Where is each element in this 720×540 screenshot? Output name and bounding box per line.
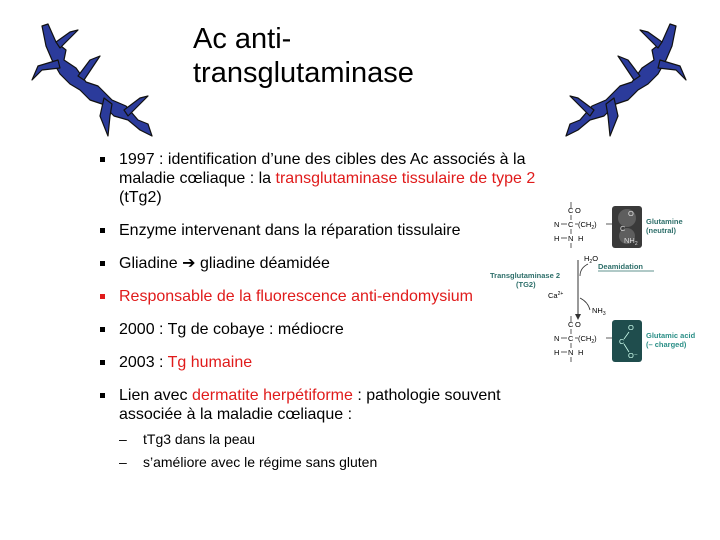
water-label: H2O bbox=[584, 254, 598, 265]
svg-text:(CH2): (CH2) bbox=[578, 334, 597, 345]
lightning-bolt-right-icon bbox=[565, 23, 687, 137]
svg-text:C: C bbox=[568, 334, 574, 343]
atom-label: N bbox=[554, 220, 559, 229]
atom-label: C bbox=[568, 206, 574, 215]
bullet-item: 1997 : identification d’une des cibles d… bbox=[97, 150, 537, 207]
highlight-text: transglutaminase tissulaire de type 2 bbox=[275, 170, 536, 187]
svg-text:O⁻: O⁻ bbox=[628, 351, 638, 360]
glutamine-backbone: C O N C (CH2) N H H bbox=[554, 202, 612, 248]
svg-text:C: C bbox=[620, 224, 626, 233]
atom-label: C bbox=[568, 220, 574, 229]
bullet-item: 2000 : Tg de cobaye : médiocre bbox=[97, 320, 537, 339]
highlight-text: Tg humaine bbox=[167, 354, 253, 371]
svg-text:H: H bbox=[578, 348, 583, 357]
glutamine-label: Glutamine bbox=[646, 217, 683, 226]
sub-item: s’améliore avec le régime sans gluten bbox=[119, 453, 537, 471]
enzyme-label-sub: (TG2) bbox=[516, 280, 536, 289]
glutamic-acid-side-chain-box bbox=[612, 320, 642, 362]
svg-text:O: O bbox=[628, 209, 634, 218]
atom-label: (CH2) bbox=[578, 220, 597, 231]
bullet-list: 1997 : identification d’une des cibles d… bbox=[97, 150, 537, 485]
calcium-label: Ca2+ bbox=[548, 291, 563, 300]
atom-label: O bbox=[575, 206, 581, 215]
bullet-item: Enzyme intervenant dans la réparation ti… bbox=[97, 221, 537, 240]
svg-text:O: O bbox=[628, 323, 634, 332]
svg-text:C: C bbox=[568, 320, 574, 329]
glutamic-acid-label: Glutamic acid bbox=[646, 331, 696, 340]
svg-text:O: O bbox=[575, 320, 581, 329]
bullet-item: Gliadine ➔ gliadine déamidée bbox=[97, 254, 537, 273]
atom-label: N bbox=[568, 234, 573, 243]
glutamine-label-sub: (neutral) bbox=[646, 226, 677, 235]
glutamic-acid-label-sub: (– charged) bbox=[646, 340, 687, 349]
enzyme-label: Transglutaminase 2 bbox=[490, 271, 560, 280]
bullet-item: 2003 : Tg humaine bbox=[97, 353, 537, 372]
deamidation-label: Deamidation bbox=[598, 262, 643, 271]
svg-text:N: N bbox=[554, 334, 559, 343]
slide-title: Ac anti- transglutaminase bbox=[193, 22, 523, 90]
svg-text:N: N bbox=[568, 348, 573, 357]
bullet-item: Responsable de la fluorescence anti-endo… bbox=[97, 287, 537, 306]
arrow-right-icon: ➔ bbox=[182, 255, 196, 272]
sub-list: tTg3 dans la peau s’améliore avec le rég… bbox=[119, 430, 537, 471]
electron-cloud-icon bbox=[619, 228, 635, 244]
bullet-item: Lien avec dermatite herpétiforme : patho… bbox=[97, 386, 537, 471]
highlight-text: dermatite herpétiforme bbox=[191, 387, 353, 404]
slide-title-line-2: transglutaminase bbox=[193, 57, 414, 89]
slide-title-line-1: Ac anti- bbox=[193, 23, 292, 55]
sub-item: tTg3 dans la peau bbox=[119, 430, 537, 448]
svg-text:C: C bbox=[619, 337, 625, 346]
svg-text:NH2: NH2 bbox=[624, 236, 638, 247]
glutamic-acid-backbone: C O N C (CH2) N H H bbox=[554, 316, 612, 362]
lightning-bolt-left-icon bbox=[31, 23, 153, 137]
ammonia-label: NH3 bbox=[592, 306, 606, 317]
atom-label: H bbox=[554, 234, 559, 243]
svg-text:H: H bbox=[554, 348, 559, 357]
electron-cloud-icon bbox=[618, 209, 636, 227]
deamidation-diagram: C O N C (CH2) N H H C O NH2 Glutamine (n… bbox=[490, 202, 696, 362]
atom-label: H bbox=[578, 234, 583, 243]
